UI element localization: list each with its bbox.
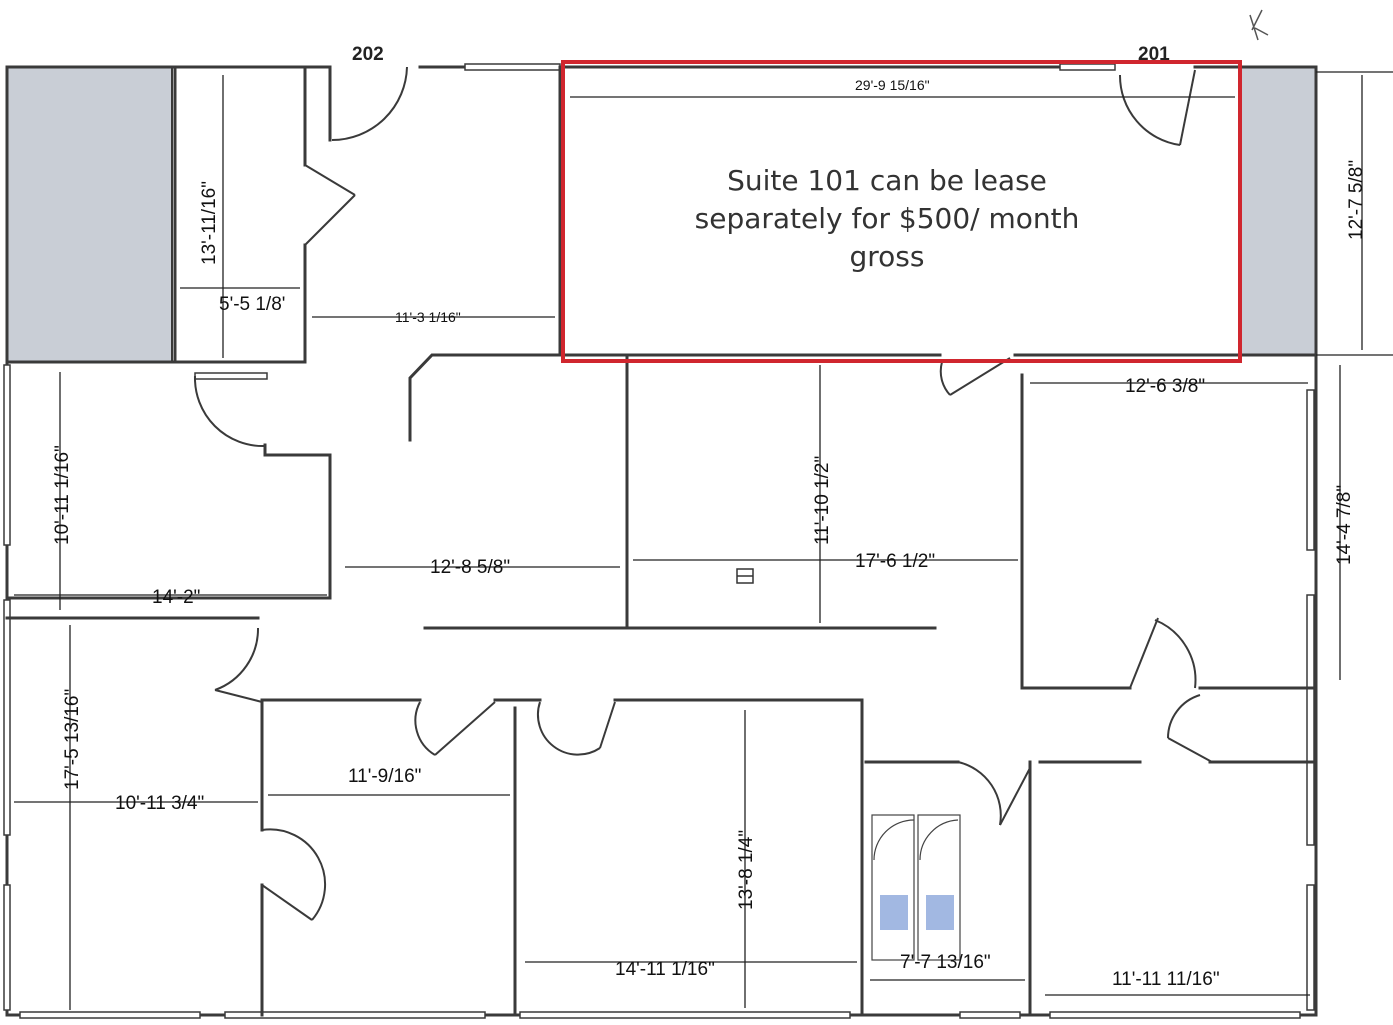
dim-bottom-right-width: 11'-11 11/16"	[1112, 969, 1220, 990]
dim-center-room-height: 11'-10 1/2"	[812, 456, 833, 545]
dim-left-office-height: 10'-11 1/16"	[52, 445, 73, 545]
dim-suite-101-width: 29'-9 15/16"	[855, 77, 930, 93]
interior-walls	[5, 65, 1318, 1017]
note-background	[700, 150, 1075, 280]
dim-restroom-width: 7'-7 13/16"	[900, 952, 991, 973]
dim-office-c-height: 13'-8 1/4"	[736, 830, 757, 910]
suite-101-highlight	[561, 60, 1242, 363]
exterior-walls	[3, 63, 1318, 1019]
room-number-201: 201	[1138, 44, 1170, 65]
restroom-fixtures	[871, 814, 961, 961]
dim-hall-top: 11'-3 1/16"	[395, 309, 461, 325]
dim-bottom-left-width: 10'-11 3/4"	[115, 793, 204, 814]
note-line-2: separately for $500/ month	[695, 202, 1080, 235]
note-line-3: gross	[850, 240, 925, 273]
dim-office-b-width: 11'-9/16"	[348, 766, 421, 787]
dim-center-room-width: 17'-6 1/2"	[855, 551, 935, 572]
hatched-zone-left	[6, 66, 173, 363]
room-number-202: 202	[352, 44, 384, 65]
handwritten-mark-icon	[1249, 9, 1269, 41]
dim-center-left-width: 12'-8 5/8"	[430, 557, 510, 578]
note-line-1: Suite 101 can be lease	[727, 164, 1047, 197]
doors	[193, 66, 1213, 921]
dim-closet-height: 13'-11/16"	[199, 181, 220, 265]
hatched-zone-right	[1240, 67, 1316, 355]
dim-right-office-height: 14'-4 7/8"	[1334, 485, 1355, 565]
dim-right-office-width: 12'-6 3/8"	[1125, 376, 1205, 397]
dimension-lines	[14, 71, 1393, 1010]
dim-suite-101-depth: 12'-7 5/8"	[1346, 160, 1367, 240]
dim-closet-width: 5'-5 1/8'	[219, 294, 285, 315]
dim-bottom-left-height: 17'-5 13/16"	[62, 689, 83, 790]
dim-office-c-width: 14'-11 1/16"	[615, 959, 715, 980]
dim-left-office-width: 14'-2"	[152, 587, 200, 608]
